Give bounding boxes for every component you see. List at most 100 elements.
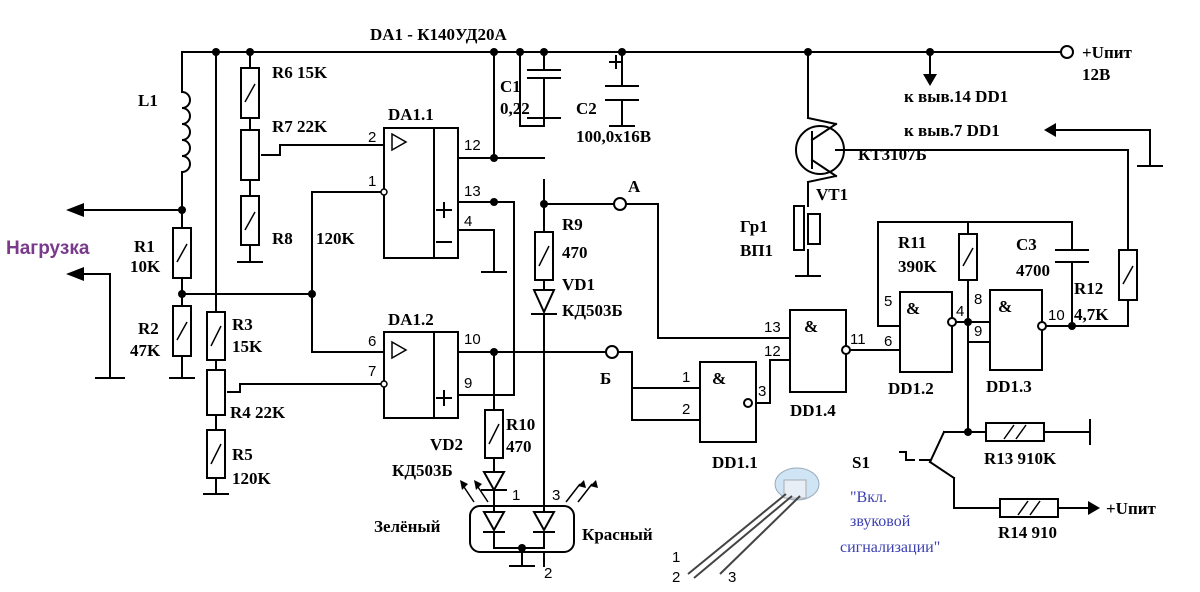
label-r7: R7 22K xyxy=(272,117,328,136)
svg-text:1: 1 xyxy=(512,487,520,504)
label-c1: C1 xyxy=(500,77,521,96)
point-a-terminal xyxy=(613,197,627,211)
label-vd1: VD1 xyxy=(562,275,595,294)
label-supply-r14: +Uпит xyxy=(1106,499,1157,518)
svg-text:2: 2 xyxy=(682,401,690,418)
label-r5-value: 120K xyxy=(232,469,272,488)
svg-text:7: 7 xyxy=(368,363,376,380)
wiring xyxy=(77,45,1163,567)
label-da11: DA1.1 xyxy=(388,105,434,124)
label-vd2: VD2 xyxy=(430,435,463,454)
pin-numbers: 2 1 12 13 4 6 7 10 9 1 2 3 13 12 11 5 6 … xyxy=(368,129,1065,586)
transistor-vt1 xyxy=(795,116,851,184)
svg-text:3: 3 xyxy=(758,383,766,400)
opamp-da11 xyxy=(383,127,459,259)
note-pin7: к выв.7 DD1 xyxy=(904,121,1000,140)
svg-text:2: 2 xyxy=(672,569,680,586)
svg-text:2: 2 xyxy=(368,129,376,146)
svg-text:3: 3 xyxy=(728,569,736,586)
svg-text:13: 13 xyxy=(764,319,781,336)
bicolor-led xyxy=(460,480,598,553)
svg-text:12: 12 xyxy=(764,343,781,360)
label-r8-value: 120K xyxy=(316,229,356,248)
label-l1: L1 xyxy=(138,91,158,110)
diode-vd2 xyxy=(481,471,507,493)
resistors xyxy=(172,67,1138,518)
label-r10: R10 xyxy=(506,415,535,434)
switch-s1 xyxy=(899,430,956,480)
label-r11: R11 xyxy=(898,233,926,252)
label-c2: C2 xyxy=(576,99,597,118)
svg-text:1: 1 xyxy=(368,173,376,190)
svg-text:1: 1 xyxy=(672,549,680,566)
label-r9-value: 470 xyxy=(562,243,588,262)
and-symbol-dd13: & xyxy=(998,297,1012,316)
label-r8: R8 xyxy=(272,229,293,248)
svg-text:5: 5 xyxy=(884,293,892,310)
label-vd2-value: КД503Б xyxy=(392,461,453,480)
label-s1: S1 xyxy=(852,453,870,472)
svg-text:6: 6 xyxy=(368,333,376,350)
arrows xyxy=(66,74,1100,515)
label-dd14: DD1.4 xyxy=(790,401,836,420)
switch-caption-2: звуковой xyxy=(850,513,911,530)
label-r12-value: 4,7K xyxy=(1074,305,1109,324)
label-red: Красный xyxy=(582,525,653,544)
svg-text:11: 11 xyxy=(850,331,866,348)
label-c2-value: 100,0x16В xyxy=(576,127,651,146)
led-illustration xyxy=(687,467,820,579)
opamp-da12 xyxy=(383,331,459,419)
svg-text:4: 4 xyxy=(464,213,472,230)
point-b-terminal xyxy=(605,345,619,359)
label-c3: C3 xyxy=(1016,235,1037,254)
gate-dd14 xyxy=(789,309,851,393)
and-symbol-dd12: & xyxy=(906,299,920,318)
label-r10-value: 470 xyxy=(506,437,532,456)
label-r2-value: 47K xyxy=(130,341,161,360)
switch-caption-1: "Вкл. xyxy=(850,489,887,506)
svg-text:2: 2 xyxy=(544,565,552,582)
svg-text:13: 13 xyxy=(464,183,481,200)
label-r3: R3 xyxy=(232,315,253,334)
label-gr1-value: ВП1 xyxy=(740,241,773,260)
label-r1: R1 xyxy=(134,237,155,256)
gate-dd11 xyxy=(699,361,757,443)
diode-vd1 xyxy=(531,289,557,315)
label-r12: R12 xyxy=(1074,279,1103,298)
svg-text:4: 4 xyxy=(956,303,964,320)
svg-text:10: 10 xyxy=(464,331,481,348)
label-point-b: Б xyxy=(600,369,611,388)
label-vt1: VT1 xyxy=(816,185,848,204)
svg-text:8: 8 xyxy=(974,291,982,308)
label-c3-value: 4700 xyxy=(1016,261,1050,280)
capacitors xyxy=(527,55,1089,263)
supply-label: +Uпит xyxy=(1082,43,1133,62)
label-r6: R6 15K xyxy=(272,63,328,82)
svg-text:6: 6 xyxy=(884,333,892,350)
label-green: Зелёный xyxy=(374,517,441,536)
label-dd13: DD1.3 xyxy=(986,377,1032,396)
and-symbol-dd14: & xyxy=(804,317,818,336)
label-r3-value: 15K xyxy=(232,337,263,356)
gate-dd12 xyxy=(899,291,957,373)
label-r11-value: 390K xyxy=(898,257,938,276)
label-dd12: DD1.2 xyxy=(888,379,934,398)
label-da12: DA1.2 xyxy=(388,310,434,329)
label-c1-value: 0,22 xyxy=(500,99,530,118)
and-symbol-dd11: & xyxy=(712,369,726,388)
note-pin14: к выв.14 DD1 xyxy=(904,87,1008,106)
label-r9: R9 xyxy=(562,215,583,234)
svg-text:10: 10 xyxy=(1048,307,1065,324)
svg-text:12: 12 xyxy=(464,137,481,154)
label-point-a: А xyxy=(628,177,641,196)
supply-voltage: 12В xyxy=(1082,65,1110,84)
label-vd1-value: КД503Б xyxy=(562,301,623,320)
label-dd11: DD1.1 xyxy=(712,453,758,472)
svg-text:9: 9 xyxy=(464,375,472,392)
label-r5: R5 xyxy=(232,445,253,464)
label-r13: R13 910K xyxy=(984,449,1057,468)
label-vt1-value: КТ3107Б xyxy=(858,145,927,164)
junction-dots xyxy=(178,48,1076,436)
switch-caption-3: сигнализации" xyxy=(840,539,940,556)
